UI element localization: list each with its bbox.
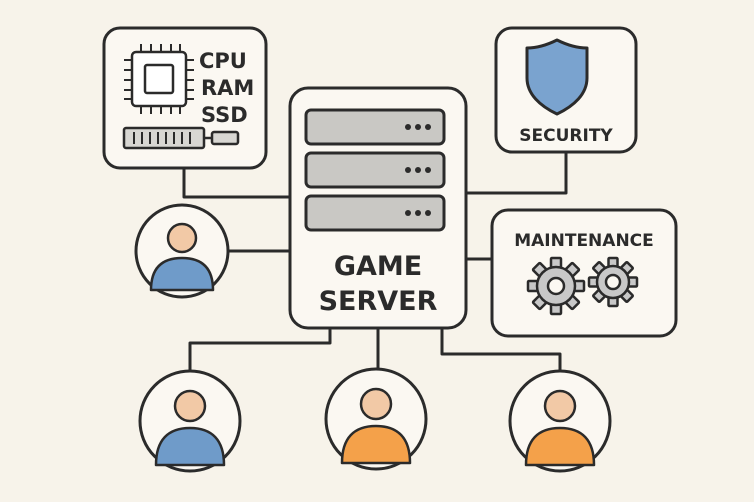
player-avatar-left [134,203,230,299]
hardware-box: CPU RAM SSD [102,26,268,170]
gear-small-icon [587,256,639,308]
connector-player-bottom-left [188,328,332,374]
maintenance-box: MAINTENANCE [490,208,678,338]
server-rack-icon [304,108,446,232]
connectors [182,150,568,374]
player-head-icon [166,222,198,254]
player-body-icon [340,424,412,465]
hardware-ram-label: RAM [201,76,254,100]
gear-icon [526,256,586,316]
server-title-line1: GAME [334,251,422,282]
player-body-icon [524,426,596,467]
player-body-icon [149,256,215,292]
hardware-ssd-label: SSD [201,103,248,127]
game-server-box: GAME SERVER [288,86,468,330]
player-avatar-bottom-center [324,367,428,471]
shield-icon [525,38,589,116]
player-head-icon [173,389,207,423]
connector-player-bottom-right [440,328,562,374]
server-title-line2: SERVER [319,286,438,317]
security-label: SECURITY [519,126,613,146]
player-avatar-bottom-left [138,369,242,473]
cpu-chip-icon [124,44,194,114]
player-head-icon [359,387,393,421]
connector-security [464,150,568,195]
player-body-icon [154,426,226,467]
security-box: SECURITY [494,26,638,154]
connector-hardware [182,166,298,199]
player-head-icon [543,389,577,423]
player-avatar-bottom-right [508,369,612,473]
ram-stick-icon [122,126,240,150]
hardware-cpu-label: CPU [199,49,247,73]
maintenance-label: MAINTENANCE [514,231,654,251]
